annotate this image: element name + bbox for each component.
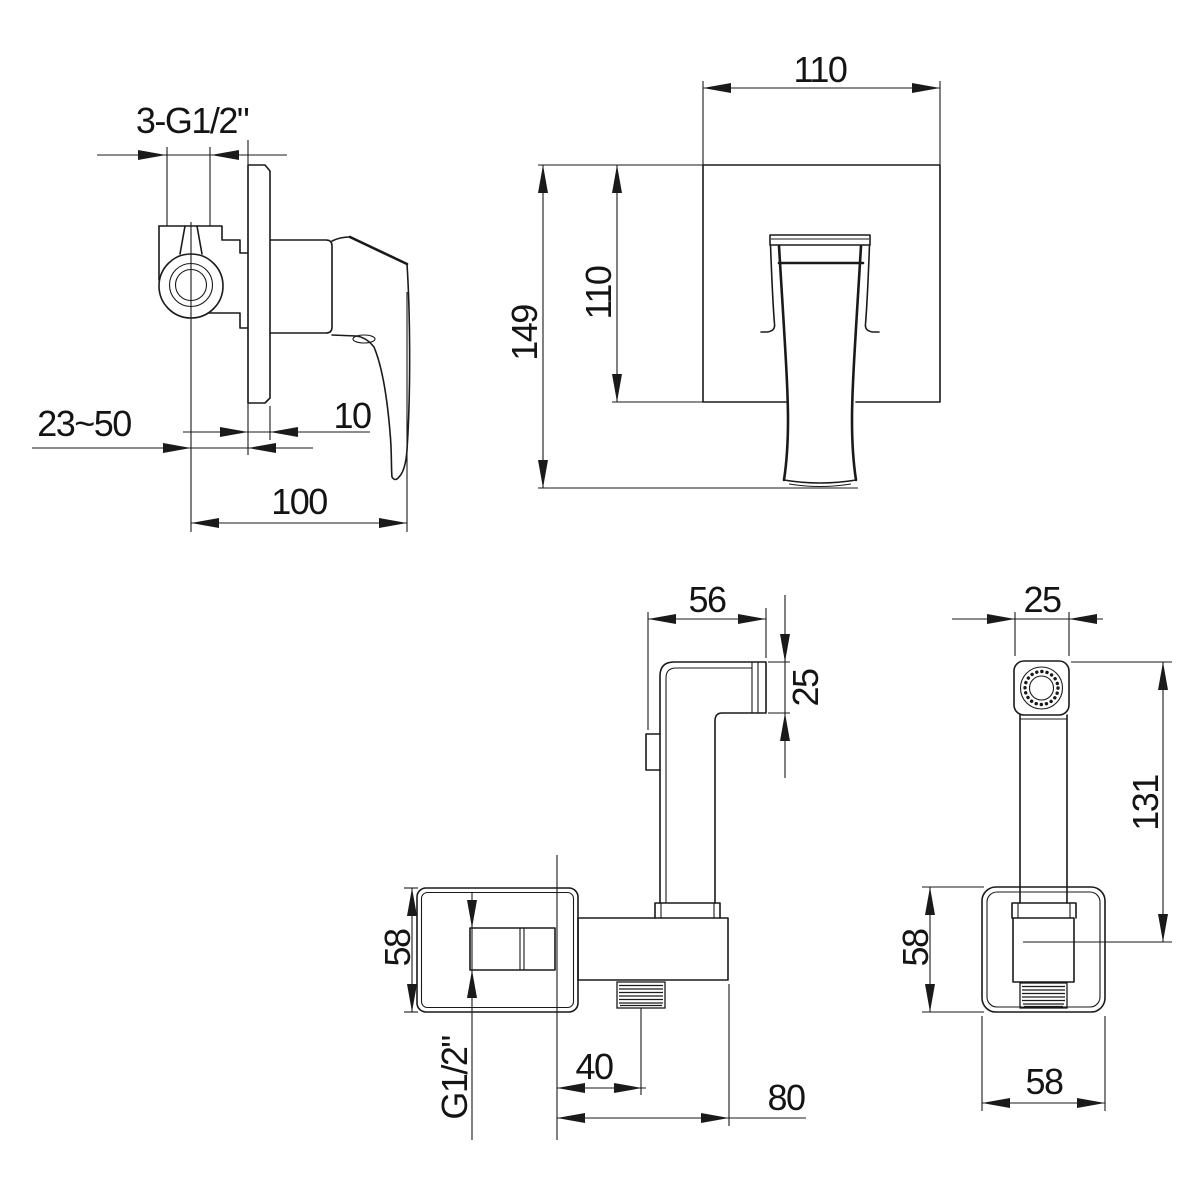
dim-overall-depth: 80 — [767, 1077, 805, 1118]
dim-overall-height: 149 — [504, 305, 545, 361]
arrowhead — [211, 150, 239, 160]
holder-collar-inner — [660, 903, 715, 918]
sprayer-front-view: 25 131 58 58 — [895, 579, 1172, 1111]
arrowhead — [1158, 662, 1168, 690]
arrowhead — [925, 984, 935, 1012]
bracket-block-front — [1012, 917, 1075, 983]
arrowhead — [557, 1083, 585, 1093]
arrowhead — [248, 443, 276, 453]
arrowhead — [557, 1113, 585, 1123]
arrowhead — [138, 150, 166, 160]
handle-blade-left — [777, 244, 790, 482]
mixer-side-view: 3-G1/2" 10 23~50 100 — [32, 100, 411, 532]
holder-collar-front-inner — [1017, 903, 1071, 918]
cartridge-housing — [269, 239, 333, 334]
dim-plate-width: 110 — [794, 49, 847, 90]
arrowhead — [912, 83, 940, 93]
arrowhead — [780, 713, 790, 741]
dim-body-length: 100 — [271, 481, 327, 522]
dim-inlet-thread: G1/2" — [434, 1036, 475, 1120]
arrowhead — [191, 518, 219, 528]
inlet-stub-collar — [519, 928, 525, 970]
arrowhead — [538, 460, 548, 488]
arrowhead — [407, 888, 417, 916]
escutcheon-front — [702, 164, 941, 403]
holder-collar-front — [1011, 902, 1077, 919]
hose-outlet-thread-front — [1019, 982, 1068, 1009]
escutcheon-side — [247, 164, 271, 404]
arrowhead — [701, 1113, 729, 1123]
arrowhead — [467, 970, 477, 998]
sprayer-side-view: 56 25 58 G1/2" 40 80 — [377, 579, 826, 1140]
bracket-plate-front — [981, 886, 1106, 1013]
handle-blade-tip — [788, 483, 852, 488]
dim-handle-length: 131 — [1125, 775, 1166, 831]
dim-plate-height: 110 — [578, 266, 619, 319]
sprayer-body-inner — [665, 667, 752, 903]
arrowhead — [925, 887, 935, 915]
spray-nozzle-dots — [1023, 669, 1060, 707]
arrowhead — [612, 374, 622, 402]
handle-flange-right — [864, 244, 880, 333]
arrowhead — [270, 427, 298, 437]
arrowhead — [614, 1083, 642, 1093]
handle-pivot-seam — [352, 334, 376, 344]
arrowhead — [703, 83, 731, 93]
handle-cap — [769, 234, 871, 246]
hose-outlet-thread-front-lines — [1022, 985, 1065, 1008]
sprayer-clip-tab — [645, 733, 661, 771]
valve-body-bottom — [207, 312, 248, 329]
sprayer-body — [659, 661, 767, 904]
handle-slant-edge — [348, 235, 409, 266]
sprayer-head-front — [1013, 660, 1070, 716]
sprayer-head-seam — [751, 662, 759, 713]
valve-body-top — [158, 225, 248, 254]
arrowhead — [612, 165, 622, 193]
dim-outlet-offset: 40 — [575, 1046, 613, 1087]
arrowhead — [738, 614, 766, 624]
bracket-plate-side-inner — [420, 891, 575, 1009]
arrowhead — [780, 634, 790, 662]
arrowhead — [1158, 914, 1168, 942]
handle-blade-bottom — [783, 479, 857, 484]
bracket-plate-side — [416, 887, 579, 1013]
arrowhead — [648, 614, 676, 624]
arrowhead — [1069, 614, 1097, 624]
spray-face-outer — [1019, 666, 1064, 710]
dim-plate-height: 58 — [895, 929, 936, 967]
arrowhead — [987, 614, 1015, 624]
handle-blade-right — [850, 244, 863, 482]
handle-flange-left — [760, 244, 776, 333]
arrowhead — [379, 518, 407, 528]
dim-thread-label: 3-G1/2" — [136, 100, 249, 141]
dim-plate-height: 58 — [377, 929, 418, 967]
arrowhead — [538, 165, 548, 193]
hose-outlet-thread-lines — [619, 984, 663, 1007]
arrowhead — [407, 984, 417, 1012]
arrowhead — [982, 1098, 1010, 1108]
mixer-front-view: 110 149 110 — [504, 49, 941, 489]
cartridge-stem — [179, 225, 203, 255]
dim-plate-width: 58 — [1025, 1061, 1063, 1102]
handle-blade — [331, 263, 411, 481]
handle-top-arc — [331, 236, 351, 242]
dim-head-depth: 56 — [688, 579, 726, 620]
arrowhead — [1077, 1098, 1105, 1108]
inlet-stub — [469, 927, 556, 971]
sprayer-handle-front — [1019, 714, 1068, 904]
dim-head-width: 25 — [1023, 579, 1061, 620]
spray-face-inner — [1028, 675, 1055, 701]
dim-depth-range: 23~50 — [37, 403, 131, 444]
bracket-block-side — [577, 917, 729, 981]
holder-collar — [654, 902, 721, 919]
dim-head-height: 25 — [785, 669, 826, 707]
arrowhead — [467, 900, 477, 928]
dim-plate-thickness: 10 — [333, 395, 371, 436]
arrowhead — [220, 427, 248, 437]
arrowhead — [163, 443, 191, 453]
